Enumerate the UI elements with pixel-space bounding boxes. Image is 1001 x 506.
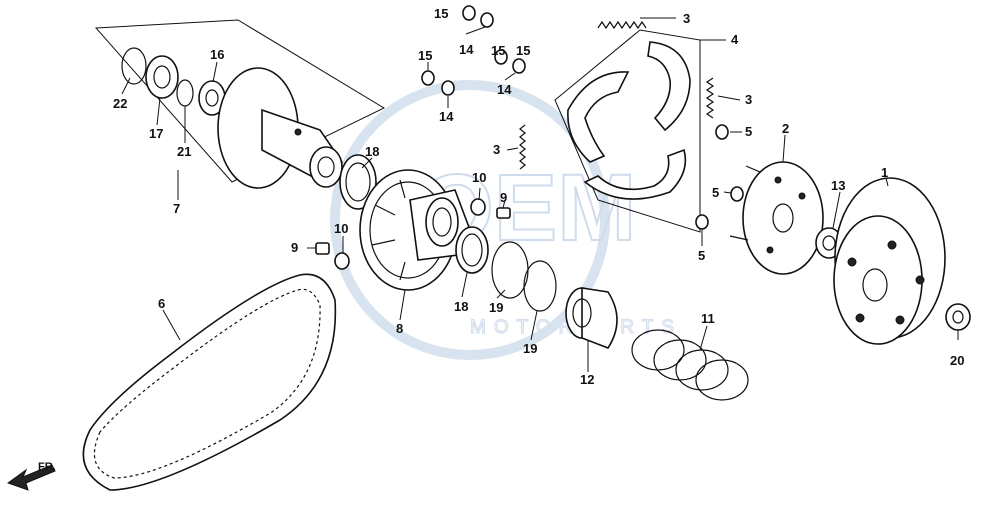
part-2-plate	[729, 161, 824, 275]
leader-lines	[121, 17, 959, 372]
callout-10b: 10	[334, 221, 348, 236]
callout-7: 7	[173, 201, 180, 216]
callout-5a: 5	[745, 124, 752, 139]
callout-labels: 1 2 3 3 3 4 5 5 5 6 7 8 9 9 10 10 11 12 …	[113, 6, 964, 387]
callout-13: 13	[831, 178, 845, 193]
callout-14b: 14	[439, 109, 454, 124]
callout-14a: 14	[459, 42, 474, 57]
callout-6: 6	[158, 296, 165, 311]
callout-10a: 10	[472, 170, 486, 185]
callout-9b: 9	[291, 240, 298, 255]
callout-17: 17	[149, 126, 163, 141]
part-4-shoes	[554, 29, 701, 233]
callout-8: 8	[396, 321, 403, 336]
callout-3b: 3	[745, 92, 752, 107]
part-11-spring	[631, 329, 749, 401]
front-direction-label: FR.	[38, 461, 56, 473]
callout-14c: 14	[497, 82, 512, 97]
callout-20: 20	[950, 353, 964, 368]
callout-15b: 15	[418, 48, 432, 63]
callout-15c: 15	[516, 43, 530, 58]
part-6-belt	[82, 273, 337, 491]
callout-19b: 19	[523, 341, 537, 356]
callout-5c: 5	[698, 248, 705, 263]
part-1-clutch-outer	[833, 177, 946, 345]
part-12-collar	[565, 287, 618, 349]
part-7-group	[94, 19, 386, 189]
callout-3a: 3	[683, 11, 690, 26]
callout-12: 12	[580, 372, 594, 387]
callout-4: 4	[731, 32, 739, 47]
front-direction-arrow: FR.	[6, 461, 56, 491]
callout-11: 11	[701, 311, 715, 326]
callout-9a: 9	[500, 190, 507, 205]
callout-1: 1	[881, 165, 888, 180]
callout-3c: 3	[493, 142, 500, 157]
callout-22: 22	[113, 96, 127, 111]
callout-15a: 15	[434, 6, 448, 21]
callout-21: 21	[177, 144, 191, 159]
part-8-plate	[359, 169, 471, 291]
callout-18b: 18	[454, 299, 468, 314]
callout-2: 2	[782, 121, 789, 136]
callout-5b: 5	[712, 185, 719, 200]
callout-16: 16	[210, 47, 224, 62]
callout-18a: 18	[365, 144, 379, 159]
callout-15d: 15	[491, 43, 505, 58]
callout-19a: 19	[489, 300, 503, 315]
